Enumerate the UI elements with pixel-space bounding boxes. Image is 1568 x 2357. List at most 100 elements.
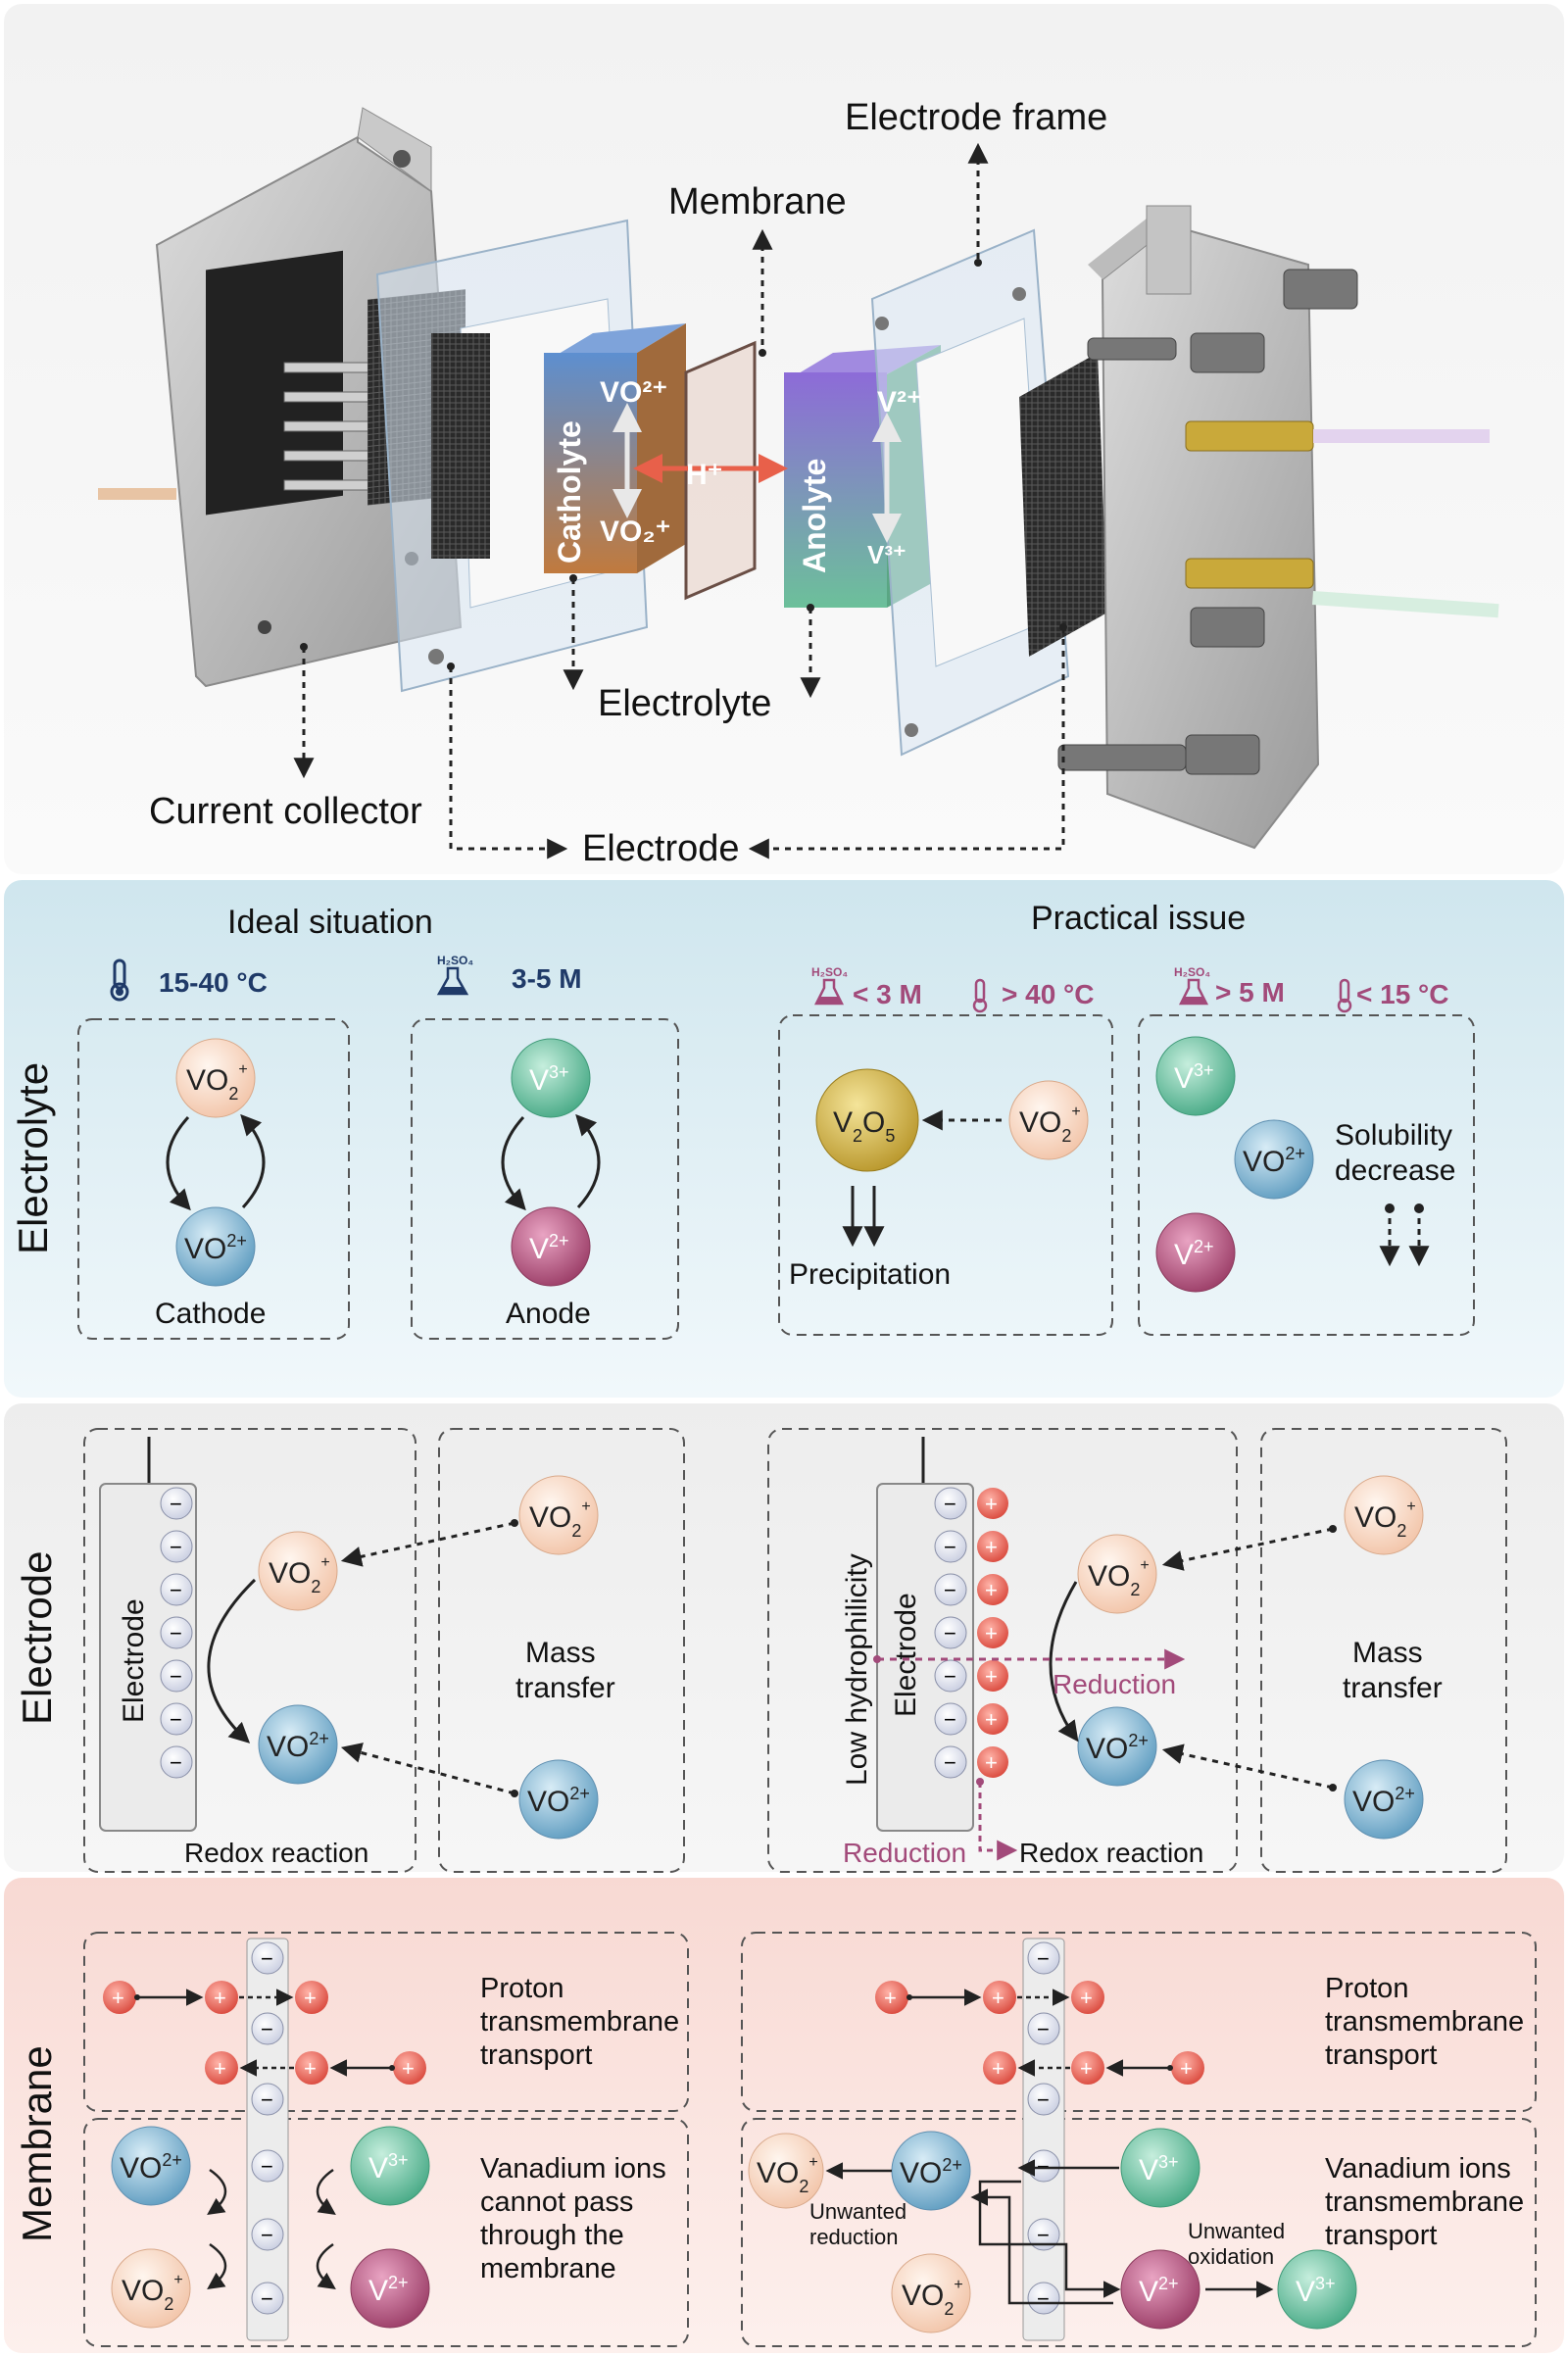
svg-text:−: − [944, 1621, 956, 1645]
box-precipitation [778, 1014, 1113, 1336]
svg-text:−: − [170, 1664, 182, 1689]
box-electrode-ideal [83, 1428, 416, 1873]
ion-v3plus [511, 1038, 591, 1118]
redox-label-practical: Redox reaction [1019, 1838, 1203, 1868]
svg-text:−: − [1037, 2223, 1050, 2247]
svg-text:−: − [170, 1578, 182, 1602]
mass-label-practical-1: Mass [1352, 1637, 1423, 1669]
solubility-label-1: Solubility [1335, 1119, 1452, 1152]
label-membrane: Membrane [668, 181, 847, 222]
vcannot-text-2: cannot pass [480, 2186, 633, 2218]
ion-v2o5 [815, 1068, 919, 1172]
ion-v2plus [511, 1206, 591, 1287]
svg-text:+: + [304, 2056, 317, 2081]
proton-text-ideal-3: transport [480, 2039, 592, 2071]
svg-text:−: − [261, 1946, 273, 1971]
anolyte-block [784, 372, 887, 608]
proton-text-practical-3: transport [1325, 2039, 1437, 2071]
svg-text:−: − [261, 2223, 273, 2247]
label-electrode-frame: Electrode frame [845, 97, 1107, 138]
negative-charges-practical: − − − − − − − [934, 1487, 967, 1779]
svg-text:−: − [261, 2017, 273, 2041]
svg-text:+: + [985, 1492, 998, 1516]
box-solubility [1138, 1014, 1475, 1336]
box-anode [411, 1018, 679, 1340]
cathode-vo2-label: VO²⁺ [600, 376, 667, 409]
svg-text:+: + [992, 1986, 1004, 2010]
temp-low: < 15 °C [1356, 979, 1448, 1009]
membrane-negatives-ideal: − − − − − − [251, 1941, 284, 2315]
membrane-negatives-practical: − − − − − − [1027, 1941, 1060, 2315]
unwanted-red-1: Unwanted [809, 2199, 906, 2224]
label-electrode: Electrode [582, 828, 740, 869]
leader-electrode-right [748, 627, 1065, 859]
mass-label-ideal-2: transfer [515, 1672, 615, 1704]
svg-text:+: + [304, 1986, 317, 2010]
current-collector-plate [206, 250, 343, 516]
membrane-strip-practical [1022, 1938, 1065, 2341]
thermometer-icon-p2 [1337, 978, 1352, 1013]
electrode-side-label: Electrode [14, 1551, 60, 1725]
svg-text:−: − [261, 2286, 273, 2311]
thermometer-icon [110, 958, 129, 1002]
unwanted-red-2: reduction [809, 2225, 899, 2249]
cell-illustration [98, 107, 1499, 850]
catholyte-label: Catholyte [552, 420, 587, 564]
svg-text:−: − [261, 2087, 273, 2112]
svg-text:−: − [261, 2154, 273, 2179]
box-proton-ideal [83, 1932, 689, 2112]
electrolyte-side-label: Electrolyte [10, 1062, 56, 1254]
svg-text:+: + [985, 1750, 998, 1775]
electrode-bar-ideal [99, 1483, 197, 1832]
svg-text:−: − [944, 1707, 956, 1732]
svg-text:+: + [214, 2056, 226, 2081]
vcannot-text-3: through the [480, 2220, 624, 2251]
anode-v2-label: V²⁺ [877, 386, 922, 418]
vtrans-text-3: transport [1325, 2220, 1437, 2251]
svg-text:+: + [985, 1621, 998, 1645]
practical-title: Practical issue [1031, 900, 1246, 937]
tube-bottom [1312, 591, 1499, 618]
temp-high: > 40 °C [1002, 979, 1094, 1009]
membrane-strip-ideal [246, 1938, 289, 2341]
mass-label-practical-2: transfer [1343, 1672, 1443, 1704]
ion-v2plus-s [1155, 1212, 1236, 1293]
anolyte-label: Anolyte [797, 459, 832, 573]
svg-text:−: − [1037, 1946, 1050, 1971]
solubility-label-2: decrease [1335, 1154, 1455, 1187]
cycle-arrow-left [166, 1115, 191, 1211]
svg-text:+: + [1080, 1986, 1093, 2010]
protons-ideal: + + + + + + [103, 1981, 426, 2085]
h2so4-label-ideal: H₂SO₄ [437, 954, 473, 967]
flask-icon-p2 [1178, 978, 1209, 1006]
tube-top [1313, 429, 1490, 443]
panel-membrane-bg [4, 1878, 1564, 2353]
box-electrode-practical [767, 1428, 1238, 1873]
svg-text:−: − [1037, 2087, 1050, 2112]
svg-text:−: − [1037, 2286, 1050, 2311]
svg-text:−: − [944, 1578, 956, 1602]
label-current-collector: Current collector [149, 791, 422, 832]
electrode-word-practical: Electrode [890, 1593, 922, 1717]
svg-text:+: + [1080, 2056, 1093, 2081]
svg-text:−: − [1037, 2154, 1050, 2179]
ion-vo2plus-p [1008, 1080, 1089, 1160]
vcannot-text-1: Vanadium ions [480, 2153, 666, 2185]
svg-text:−: − [170, 1750, 182, 1775]
proton-layer-practical: + + + + + + + [977, 1488, 1008, 1778]
svg-text:−: − [170, 1707, 182, 1732]
proton-text-practical-1: Proton [1325, 1973, 1408, 2004]
electrode-word-ideal: Electrode [118, 1598, 150, 1723]
svg-text:+: + [985, 1707, 998, 1732]
svg-text:VO2+: VO2+ [527, 1784, 590, 1818]
reduction-bottom-label: Reduction [843, 1838, 966, 1868]
box-vanadium-ideal [83, 2118, 689, 2347]
acid-low: < 3 M [853, 979, 922, 1009]
proton-text-ideal-1: Proton [480, 1973, 564, 2004]
svg-text:−: − [944, 1664, 956, 1689]
h2so4-label-p1: H₂SO₄ [811, 965, 848, 979]
temp-ideal: 15-40 °C [159, 967, 268, 998]
svg-text:+: + [992, 2056, 1004, 2081]
svg-text:−: − [170, 1621, 182, 1645]
